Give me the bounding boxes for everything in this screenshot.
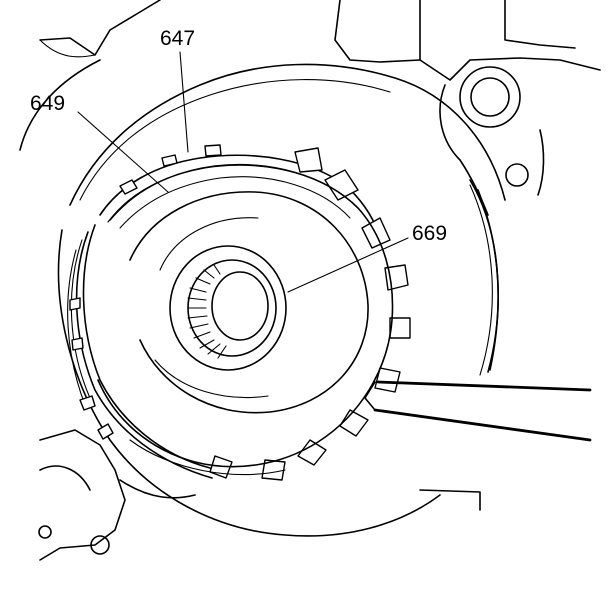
housing-rim-right [477, 189, 499, 373]
plate-tooth [297, 439, 327, 466]
case-small-hole-bottom [38, 525, 52, 539]
plate-tab [97, 423, 114, 440]
clutch-plate-main [97, 163, 394, 468]
case-edge-top-right-inner [504, 0, 576, 49]
plate-tooth [261, 459, 286, 481]
clutch-plate-649-edge-2 [75, 231, 213, 479]
plate-tooth [339, 409, 369, 437]
drum-face [129, 191, 369, 414]
plate-tooth [389, 317, 411, 339]
transmission-case [19, 0, 601, 561]
case-bolt-boss [459, 66, 521, 128]
drum-face-shadow [154, 359, 269, 399]
plate-tooth [294, 147, 323, 173]
clutch-plate-649-edge-1 [82, 224, 211, 469]
case-edge-top-left [39, 0, 161, 56]
plate-tab [79, 395, 96, 411]
shaft-bore [211, 271, 269, 341]
clutch-plate-main-inner [119, 176, 351, 229]
case-edge-bottom-curve [119, 479, 196, 499]
callout-labels: 647 649 669 [30, 27, 447, 245]
hub-splines [187, 264, 227, 359]
clutch-plate-lower-edge [129, 439, 286, 476]
callout-leaders [77, 51, 409, 293]
case-rib-right-outer [537, 129, 545, 196]
case-edge-bottom-left-inner [39, 465, 91, 491]
housing-inner-arc-right [469, 184, 493, 376]
backing-plate-647 [99, 154, 379, 233]
pry-tool [364, 380, 592, 442]
case-edge-bottom-left [39, 429, 126, 561]
plate-tooth [374, 367, 401, 393]
hub-outer [169, 245, 287, 371]
housing-outer-arc-bottom [57, 229, 441, 537]
tool-tip [364, 381, 376, 411]
callout-label-649: 649 [30, 92, 65, 115]
case-bolt-hole [470, 77, 510, 117]
leader-649 [77, 111, 169, 193]
leader-669 [287, 237, 409, 293]
housing-outer-arc-top [69, 63, 506, 206]
leader-647 [179, 51, 189, 153]
tool-edge-top [376, 380, 592, 392]
clutch-plate-649-edge-4 [67, 249, 86, 406]
case-edge-bottom-right [419, 489, 481, 511]
input-shaft-hub-669 [169, 245, 287, 371]
plate-tooth [324, 169, 359, 201]
tool-edge-bottom [373, 408, 592, 442]
case-edge-contour [39, 39, 96, 58]
case-small-hole [505, 163, 529, 187]
case-edge-top [334, 0, 421, 63]
case-hole-bottom [90, 535, 110, 555]
clutch-pack [67, 144, 411, 481]
callout-label-647: 647 [160, 27, 195, 50]
case-edge-left-arc [19, 59, 101, 151]
plate-tab [69, 297, 81, 311]
drum-face-highlight [159, 217, 259, 271]
clutch-plate-649-edge-3 [70, 239, 91, 399]
plate-tab [71, 337, 84, 351]
housing-inner-arc-top [79, 79, 391, 201]
snap-ring-tab [161, 154, 178, 167]
snap-ring-tab [204, 144, 222, 157]
snap-ring-tab [119, 179, 138, 195]
drum-housing [57, 63, 506, 537]
callout-label-669: 669 [412, 222, 447, 245]
